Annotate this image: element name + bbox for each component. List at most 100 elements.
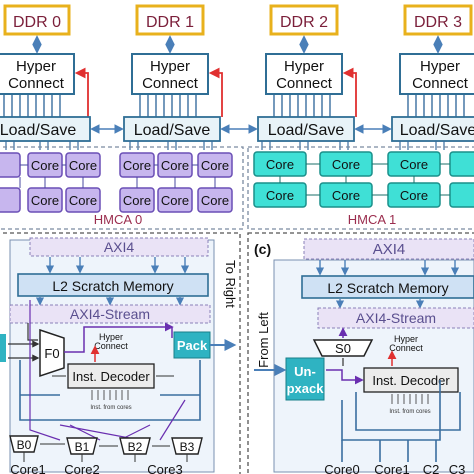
hmca1-core-label: Core [332,157,360,172]
right-axi4-links [315,260,460,276]
feedback-arrows [74,67,357,117]
hmca0-core-label: Core [31,158,59,173]
buffer-b3-label: B3 [180,440,195,454]
hyper-connect-3-line2: Connect [412,75,469,92]
right-axi4-label: AXI4 [373,241,406,258]
hmca1-core-label: Core [332,188,360,203]
left-axi4-links [45,257,190,274]
ddr-0-box: DDR 0 [3,4,71,36]
right-core-3-label: C3 [449,462,466,474]
ddr-1-box: DDR 1 [135,4,205,36]
left-input-stub [0,334,6,362]
left-mux-label: F0 [44,346,59,361]
left-l2-links [35,297,185,306]
left-pack-block: Pack [173,331,211,359]
hmca-1-label: HMCA 1 [348,212,396,227]
load-save-1-label: Load/Save [134,122,211,139]
left-mux-f0: F0 [39,328,65,378]
load-save-2-label: Load/Save [268,122,345,139]
left-buffer-links [23,443,188,462]
right-l2-block: L2 Scratch Memory [301,275,474,299]
buffer-b1: B1 [66,437,98,455]
hmca-0-label: HMCA 0 [94,212,142,227]
left-core-1-label: Core1 [10,462,45,474]
right-blue-bus [341,380,461,462]
load-save-3-label: Load/Save [400,122,474,139]
feedback-arrow-1 [208,67,223,117]
hmca-1-core-links [279,163,450,196]
right-axi4-stream-bar: AXI4-Stream [317,307,474,329]
panel-c-label: (c) [254,241,271,257]
hmca0-core-label: Core [161,193,189,208]
left-hyper-line1: Hyper [99,332,123,342]
hyper-connect-1: Hyper Connect [131,53,209,95]
ddr-links [32,35,443,54]
hmca1-core-label: Core [400,188,428,203]
left-buffers: B0 B1 B2 B3 [9,435,203,455]
right-inst-bundle [391,394,429,404]
hmca0-core-label: Core [69,158,97,173]
hmca1-core-label: Core [266,157,294,172]
ddr-3-label: DDR 3 [414,14,462,31]
hyper-connect-2: Hyper Connect [265,53,343,95]
buffer-b3: B3 [171,437,203,455]
right-hyper-line1: Hyper [394,334,418,344]
hmca-1-region [247,146,474,230]
left-pack-label: Pack [177,338,208,353]
right-unpack-line1: Un- [294,364,316,379]
left-hyper-line2: Connect [94,341,128,351]
buffer-b2: B2 [119,437,151,455]
ddr-row: DDR 0 DDR 1 DDR 2 DDR 3 [3,4,473,36]
hyper-connect-row: Hyper Connect Hyper Connect Hyper Connec… [0,53,474,95]
left-core-3-label: Core3 [147,462,182,474]
hyper-connect-1-line1: Hyper [150,58,190,75]
ddr-2-label: DDR 2 [280,14,328,31]
left-axi4-stream-bar: AXI4-Stream [9,304,211,324]
left-inst-bundle [91,390,129,400]
hyper-connect-0-line1: Hyper [16,58,56,75]
feedback-arrow-2 [342,67,357,117]
hyper-connect-3-line1: Hyper [420,58,460,75]
hmca0-core-label: Core [123,158,151,173]
hyper-connect-0-line2: Connect [8,75,65,92]
from-left-label: From Left [256,312,271,368]
right-unpack-block: Un- pxack [285,357,325,401]
buffer-b1-label: B1 [75,440,90,454]
left-mux-inputs [8,323,40,362]
hmca0-core-label: Core [123,193,151,208]
right-inst-from-cores: Inst. from cores [389,409,430,415]
to-right-label: To Right [223,260,238,308]
left-l2-block: L2 Scratch Memory [17,273,209,297]
load-ticks [5,141,445,150]
ddr-2-box: DDR 2 [269,4,339,36]
right-l2-label: L2 Scratch Memory [327,280,448,296]
load-save-row: Load/Save Load/Save Load/Save Load/Save [0,116,474,142]
hmca1-core-label: Core [266,188,294,203]
right-core-2-label: C2 [423,462,440,474]
hyper-connect-1-line2: Connect [142,75,199,92]
hmca1-core-label: Core [400,157,428,172]
right-l2-links [335,299,425,309]
buffer-b2-label: B2 [128,440,143,454]
left-inst-decoder-label: Inst. Decoder [72,369,150,384]
right-axi4-stream-label: AXI4-Stream [356,310,436,326]
left-inst-decoder: Inst. Decoder [67,363,155,389]
right-core-1-label: Core1 [374,462,409,474]
hmca0-core-label: Core [69,193,97,208]
hmca-0-cores: Core Core Core Core Core Core Core Core … [0,152,233,213]
left-inst-from-cores: Inst. from cores [90,405,131,411]
hyper-connect-0: Hyper Connect [0,53,75,95]
ddr-1-label: DDR 1 [146,14,194,31]
hmca-0-core-links [19,164,216,188]
right-core-0-label: Core0 [324,462,359,474]
left-axi4-stream-label: AXI4-Stream [70,306,150,322]
buffer-b0-label: B0 [17,438,32,452]
right-inst-decoder: Inst. Decoder [363,367,459,393]
ddr-0-label: DDR 0 [13,14,61,31]
right-mux-label: S0 [335,341,351,356]
hmca0-core-label: Core [161,158,189,173]
hmca0-core-label: Core [31,193,59,208]
buffer-b0: B0 [9,435,39,453]
load-save-0-label: Load/Save [0,122,76,139]
